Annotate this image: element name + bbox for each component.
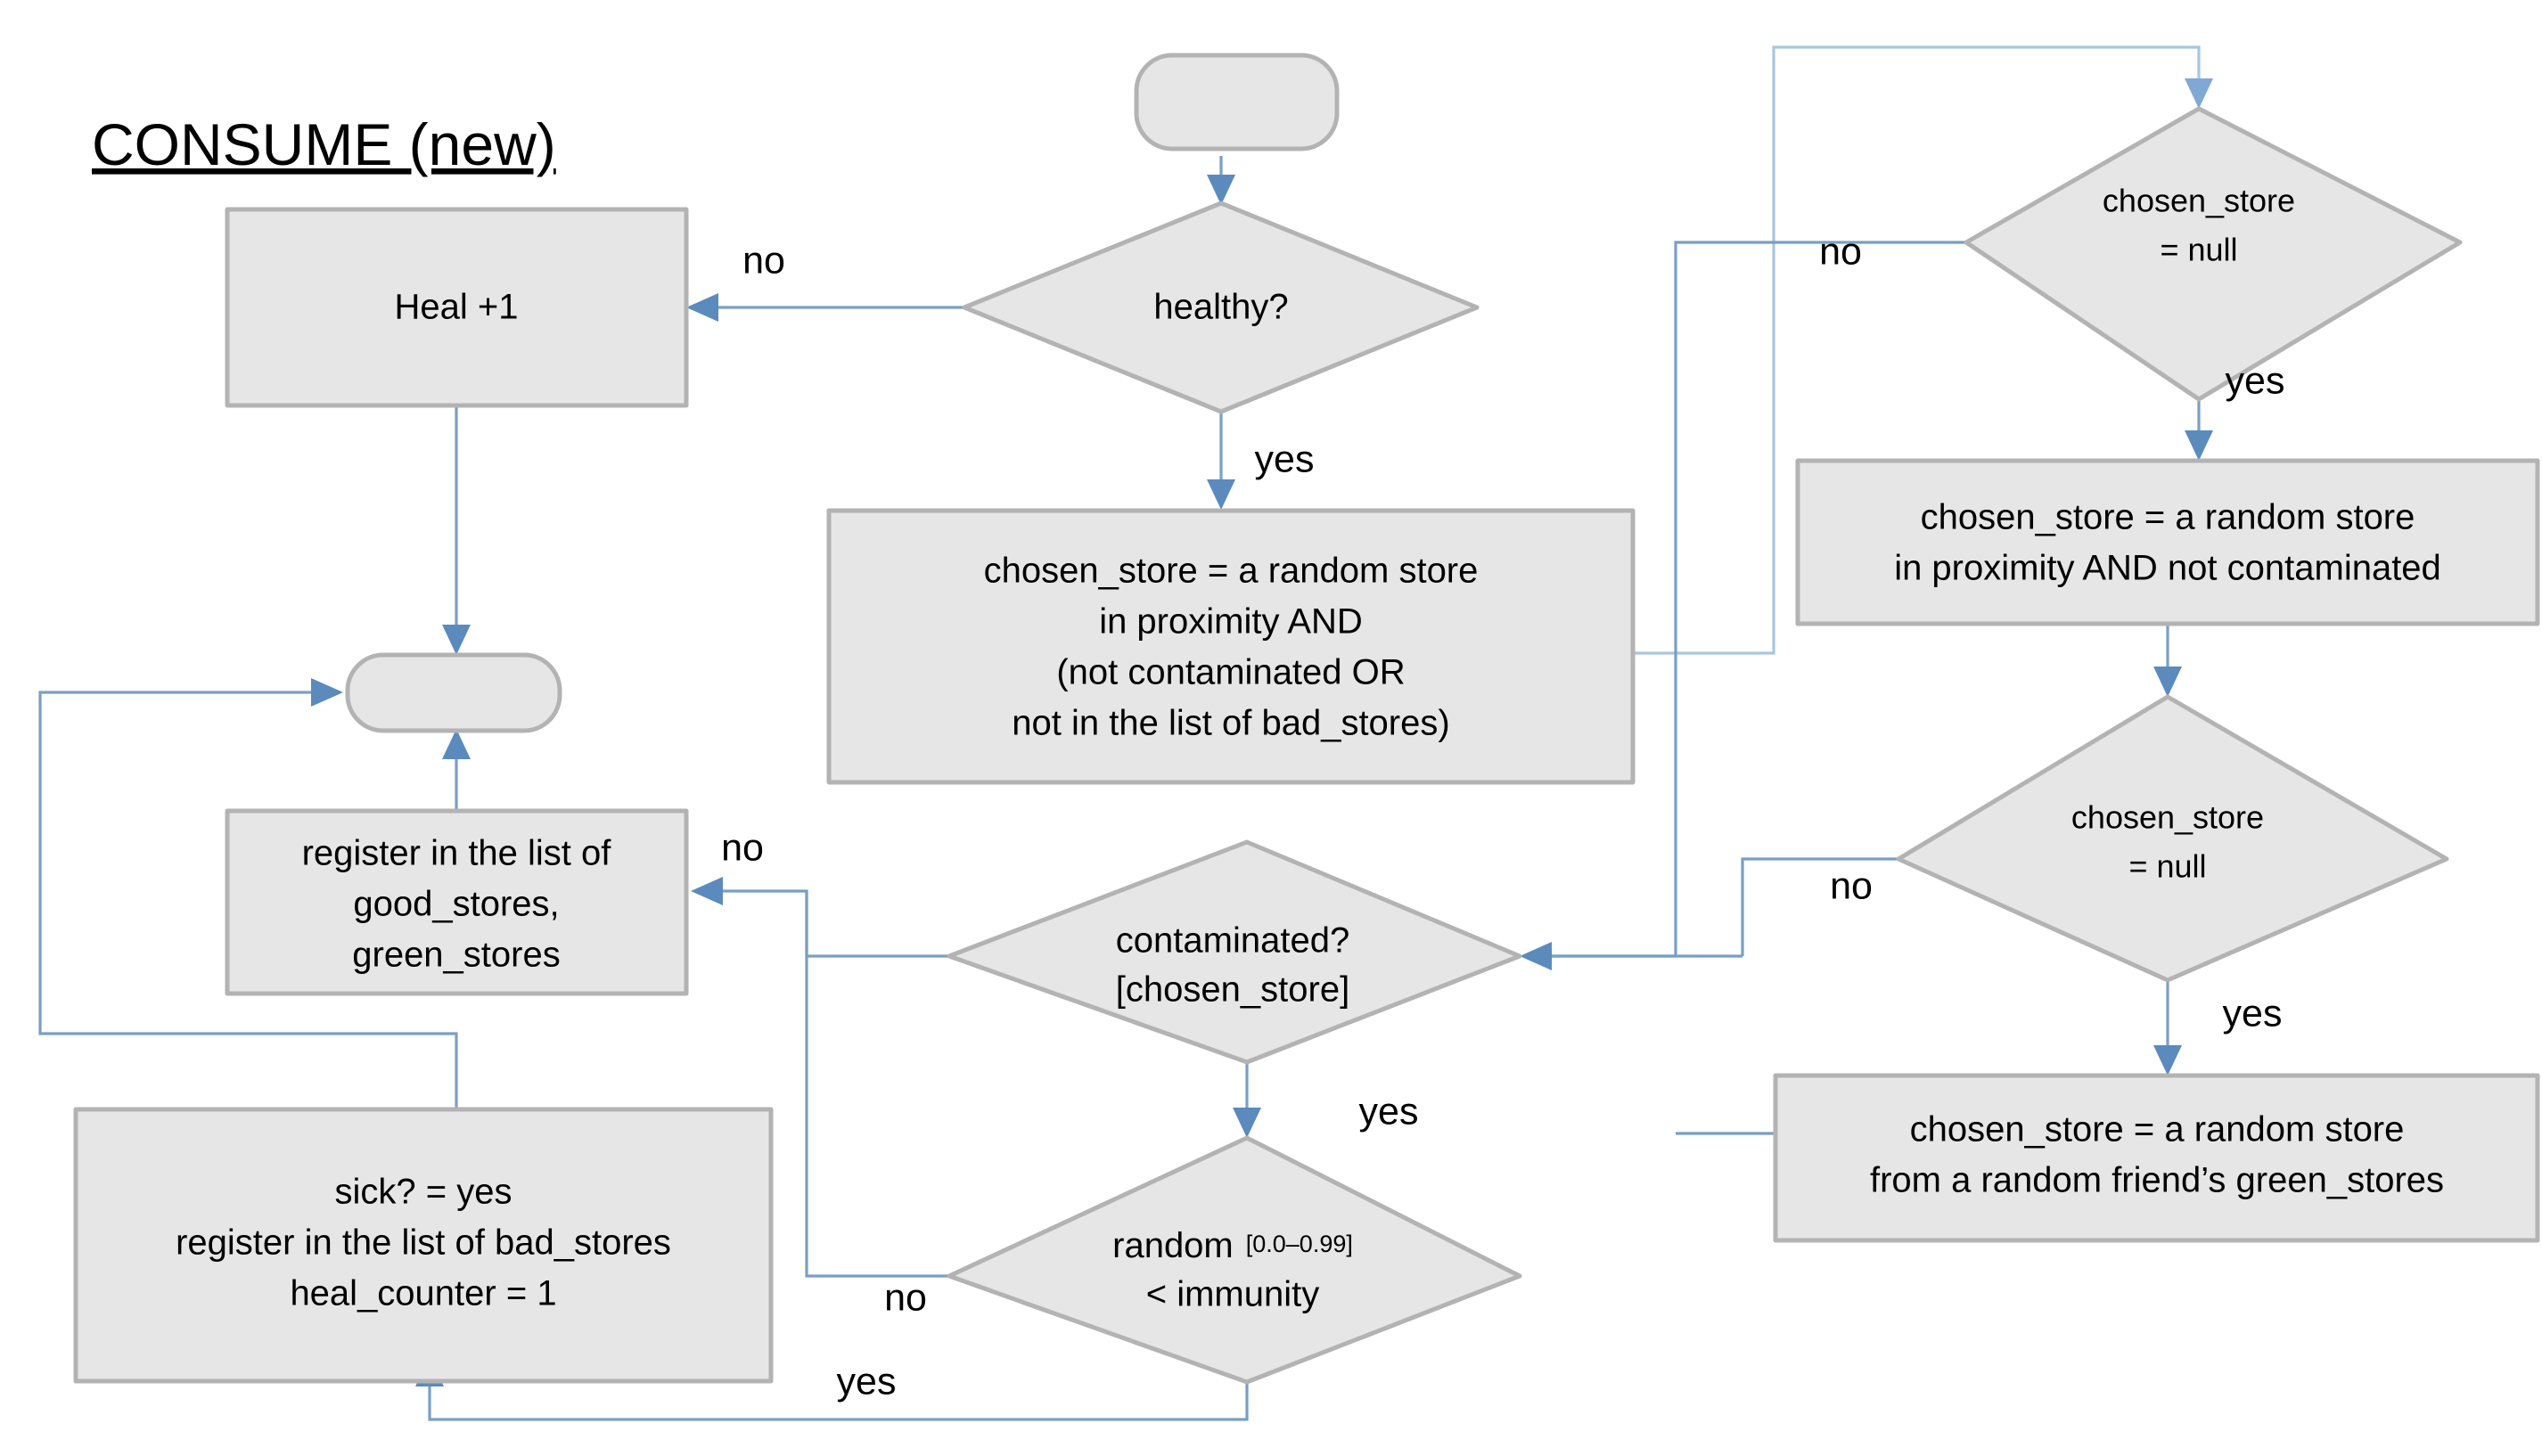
edge-label-healthy-yes: yes — [1255, 438, 1315, 480]
register-good-stores-line2: good_stores, — [353, 885, 559, 924]
node-random-immunity-decision[interactable]: random [0.0–0.99] < immunity — [947, 1135, 1522, 1385]
edge-label-healthy-no: no — [742, 239, 785, 282]
edge-healthy-no-to-heal — [686, 293, 964, 322]
chosen-store-null-2-line1: chosen_store — [2071, 799, 2264, 836]
random-immunity-range: [0.0–0.99] — [1246, 1231, 1353, 1257]
edge-contaminated-no-to-register — [691, 877, 949, 958]
edge-null1-no-to-contaminated — [1674, 241, 1966, 956]
node-start-terminator[interactable] — [1134, 53, 1340, 151]
edge-bundle-to-contaminated — [1520, 942, 1742, 970]
edge-null1-yes-to-pick-not-contaminated — [2185, 399, 2213, 461]
node-chosen-store-null-1[interactable]: chosen_store = null — [1964, 106, 2463, 402]
contaminated-decision-line2: [chosen_store] — [1116, 970, 1349, 1010]
pick-store-main-line4: not in the list of bad_stores) — [1012, 704, 1449, 743]
edge-null2-yes-to-pick-friend — [2153, 980, 2182, 1076]
node-healthy-decision[interactable]: healthy? — [962, 200, 1480, 414]
healthy-decision-label: healthy? — [1153, 288, 1288, 327]
contaminated-decision-line1: contaminated? — [1116, 921, 1349, 961]
node-chosen-store-null-2[interactable]: chosen_store = null — [1896, 694, 2449, 983]
random-immunity-line2: < immunity — [1146, 1275, 1320, 1314]
pick-store-not-contaminated-line2: in proximity AND not contaminated — [1894, 549, 2441, 588]
node-pick-store-friend[interactable]: chosen_store = a random store from a ran… — [1773, 1073, 2540, 1243]
random-immunity-main: random — [1112, 1226, 1234, 1265]
heal-plus-one-label: Heal +1 — [395, 288, 519, 327]
chosen-store-null-1-line2: = null — [2160, 232, 2237, 268]
edge-label-null1-no: no — [1819, 230, 1862, 273]
edge-label-contaminated-no: no — [721, 826, 764, 869]
register-good-stores-line1: register in the list of — [302, 834, 612, 873]
edge-label-null1-yes: yes — [2226, 359, 2285, 402]
edge-start-to-healthy — [1207, 156, 1235, 205]
edge-contaminated-yes-to-random — [1233, 1062, 1261, 1138]
random-immunity-line1: random [0.0–0.99] — [1112, 1226, 1353, 1265]
page-title: CONSUME (new) — [92, 111, 556, 177]
pick-store-friend-line2: from a random friend’s green_stores — [1870, 1161, 2444, 1200]
edge-sick-to-end-terminator — [38, 678, 458, 1109]
chosen-store-null-1-line1: chosen_store — [2103, 183, 2295, 219]
edge-random-no-to-register — [805, 891, 949, 1278]
edge-null2-no-to-contaminated — [1741, 857, 1898, 956]
pick-store-main-line1: chosen_store = a random store — [984, 552, 1479, 591]
edge-healthy-yes-to-pick-main — [1207, 412, 1235, 510]
pick-store-main-line3: (not contaminated OR — [1056, 653, 1405, 692]
sick-block-line1: sick? = yes — [335, 1173, 512, 1212]
register-good-stores-line3: green_stores — [352, 936, 560, 975]
pick-store-friend-line1: chosen_store = a random store — [1910, 1110, 2405, 1149]
edge-label-null2-no: no — [1830, 864, 1873, 907]
chosen-store-null-2-line2: = null — [2128, 848, 2206, 885]
edge-label-contaminated-yes: yes — [1359, 1090, 1419, 1133]
node-sick-block[interactable]: sick? = yes register in the list of bad_… — [73, 1107, 774, 1384]
node-end-terminator[interactable] — [345, 652, 562, 733]
sick-block-line2: register in the list of bad_stores — [176, 1223, 671, 1263]
pick-store-main-line2: in proximity AND — [1099, 602, 1363, 642]
sick-block-line3: heal_counter = 1 — [290, 1274, 556, 1313]
edge-label-null2-yes: yes — [2223, 992, 2283, 1035]
node-heal-plus-one[interactable]: Heal +1 — [225, 207, 689, 408]
pick-store-not-contaminated-line1: chosen_store = a random store — [1921, 498, 2415, 537]
edge-heal-to-end-terminator — [442, 405, 471, 655]
node-contaminated-decision[interactable]: contaminated? [chosen_store] — [947, 839, 1522, 1065]
edge-pick-not-contaminated-to-null2 — [2153, 624, 2182, 697]
edge-label-immunity-yes: yes — [837, 1360, 897, 1403]
node-pick-store-main[interactable]: chosen_store = a random store in proximi… — [826, 508, 1636, 785]
edge-pick-main-to-null1 — [1633, 45, 2213, 655]
node-register-good-stores[interactable]: register in the list of good_stores, gre… — [225, 808, 689, 996]
edge-label-immunity-no: no — [884, 1276, 927, 1319]
node-pick-store-not-contaminated[interactable]: chosen_store = a random store in proximi… — [1795, 458, 2540, 626]
